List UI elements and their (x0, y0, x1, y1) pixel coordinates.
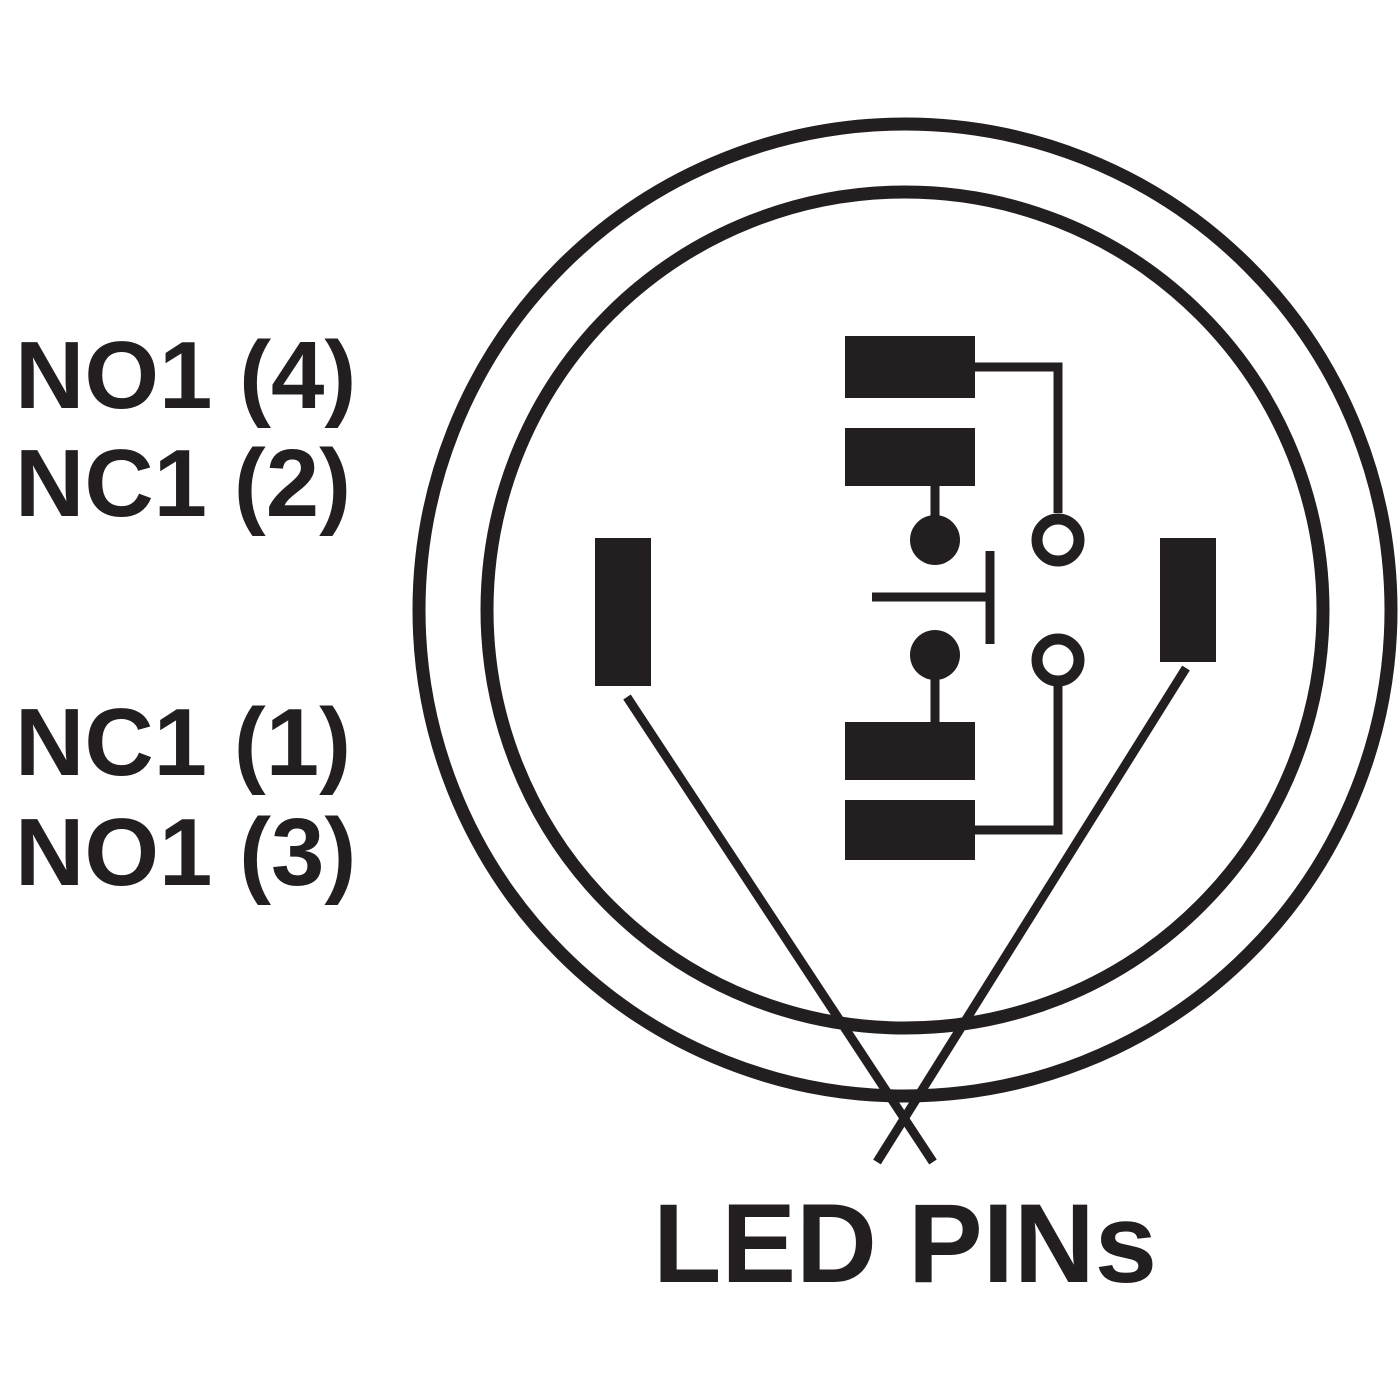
terminal-pad-no1-4 (845, 336, 975, 398)
label-led-pins: LED PINs (653, 1181, 1157, 1306)
led-pointer-right-line (873, 665, 1190, 1165)
label-no1-4: NO1 (4) (15, 322, 356, 429)
outer-bezel-circle (412, 117, 1398, 1103)
label-no1-3: NO1 (3) (15, 799, 356, 906)
wire-bottom-to-ring (975, 686, 1063, 835)
terminal-pad-nc1-1 (845, 722, 975, 780)
contact-dot-top (910, 515, 960, 565)
led-pin-pad-left (595, 538, 651, 686)
led-pointer-left-line (623, 694, 937, 1165)
wire-top-to-ring (975, 362, 1063, 513)
terminal-pad-no1-3 (845, 800, 975, 860)
label-nc1-1: NC1 (1) (15, 689, 351, 796)
contact-ring-bottom (1031, 633, 1085, 687)
label-nc1-2: NC1 (2) (15, 430, 351, 537)
terminal-pad-nc1-2 (845, 428, 975, 486)
contact-dot-bottom (910, 630, 960, 680)
inner-body-circle (480, 185, 1330, 1035)
led-pin-pad-right (1160, 538, 1216, 662)
contact-ring-top (1031, 513, 1085, 567)
